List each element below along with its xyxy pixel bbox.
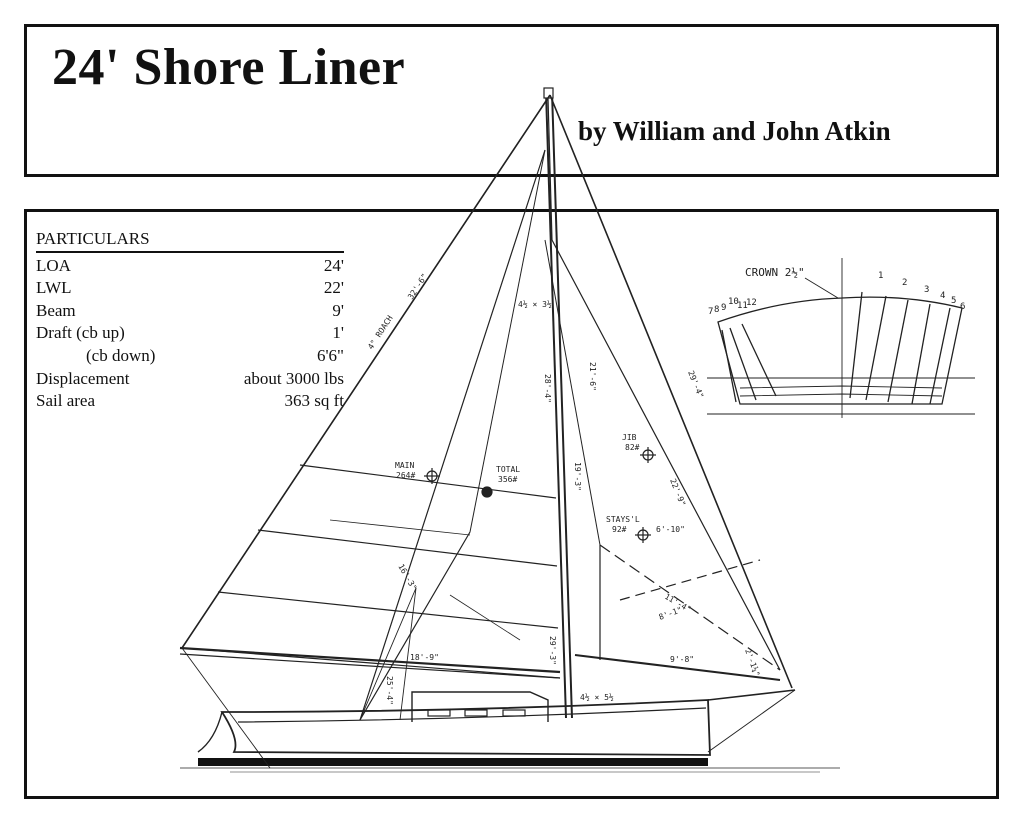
mast [543, 87, 573, 719]
section-number: 3 [924, 285, 929, 295]
section-number: 4 [940, 291, 945, 301]
particulars-label: Displacement [36, 368, 130, 388]
particulars-label: LWL [36, 278, 72, 298]
main-ce-marker [424, 468, 440, 484]
particulars-label: Beam [36, 300, 76, 320]
particulars-value: about 3000 lbs [243, 368, 344, 388]
mast-lower-dim: 29'-3" [548, 636, 557, 665]
side-dim: 25'-4" [385, 676, 394, 705]
drawing-box [24, 209, 999, 799]
total-area: 356# [498, 475, 517, 484]
section-number: 7 [708, 307, 713, 317]
jib-stay-dim: 21'-6" [588, 362, 597, 391]
particulars-value: 9' [332, 300, 344, 320]
jib-ce-marker [640, 447, 656, 463]
title-box [24, 24, 999, 177]
particulars-value: 22' [323, 278, 344, 298]
staysl-dim: 6'-10" [656, 525, 685, 534]
particulars-value: 24' [323, 255, 344, 275]
leech-jib-dim: 29'-4" [686, 369, 705, 399]
particulars-label: (cb down) [86, 345, 156, 365]
jib-label: JIB [622, 433, 637, 442]
boom-2-dim: 2'-1¼" [743, 648, 761, 678]
crown-label: CROWN 2½" [745, 266, 805, 279]
staysl-area: 92# [612, 525, 627, 534]
staysl-ce-marker [635, 527, 651, 543]
luff-main-dim: 32'-6" [406, 272, 429, 301]
mast-base-dim: 4½ × 5½ [580, 692, 614, 702]
foot-jib-dim: 9'-8" [670, 655, 694, 664]
particulars-value: 1' [332, 323, 344, 343]
particulars-label: Sail area [36, 391, 95, 411]
section-number: 9 [721, 303, 726, 313]
roach-dim: 4" ROACH [366, 314, 395, 351]
particulars-table: PARTICULARS LOA 24' LWL 22' Beam 9' Draf… [36, 228, 344, 413]
jib-luff-dim: 19'-3" [573, 462, 582, 491]
mainsail [181, 96, 561, 679]
section-number: 10 [728, 297, 739, 307]
total-ce-marker [481, 486, 493, 498]
jib [551, 239, 781, 681]
midship-section [707, 258, 975, 418]
forestay [549, 94, 793, 689]
particulars-row: Draft (cb up) 1' [36, 322, 344, 345]
main-area: 264# [396, 471, 415, 480]
page-title: 24' Shore Liner [52, 39, 406, 96]
cabin [411, 691, 549, 722]
particulars-heading: PARTICULARS [36, 228, 344, 253]
boom [179, 646, 561, 679]
particulars-label: LOA [36, 255, 71, 275]
particulars-row: Displacement about 3000 lbs [36, 368, 344, 391]
particulars-row: LOA 24' [36, 255, 344, 278]
hull [180, 689, 840, 773]
gaff [359, 149, 546, 721]
jib-area: 82# [625, 443, 640, 452]
gaff-dim: 16'-3" [396, 563, 418, 593]
section-number: 5 [951, 296, 956, 306]
particulars-row: Beam 9' [36, 300, 344, 323]
particulars-value: 363 sq ft [284, 391, 345, 411]
section-number: 1 [878, 271, 883, 281]
particulars-value: 6'6" [316, 345, 344, 365]
boom-dim: 18'-9" [410, 653, 439, 662]
byline: by William and John Atkin [578, 116, 891, 146]
jib-leech-dim: 22'-9" [668, 477, 687, 507]
particulars-row: Sail area 363 sq ft [36, 390, 344, 413]
main-label: MAIN [395, 461, 414, 470]
particulars-label: Draft (cb up) [36, 323, 125, 343]
section-number: 8 [714, 305, 719, 315]
mast-height-dim: 28'-4" [543, 374, 552, 403]
section-number: 2 [902, 278, 907, 288]
section-number: 11 [737, 301, 748, 311]
total-label: TOTAL [496, 465, 520, 474]
mast-top-dim: 4½ × 3½ [518, 299, 552, 309]
particulars-row: LWL 22' [36, 277, 344, 300]
staysl-label: STAYS'L [606, 515, 640, 524]
section-number: 6 [960, 302, 965, 312]
stay-dim-2: 8'-1" [658, 605, 684, 622]
particulars-row: (cb down) 6'6" [36, 345, 344, 368]
section-number: 12 [746, 298, 757, 308]
